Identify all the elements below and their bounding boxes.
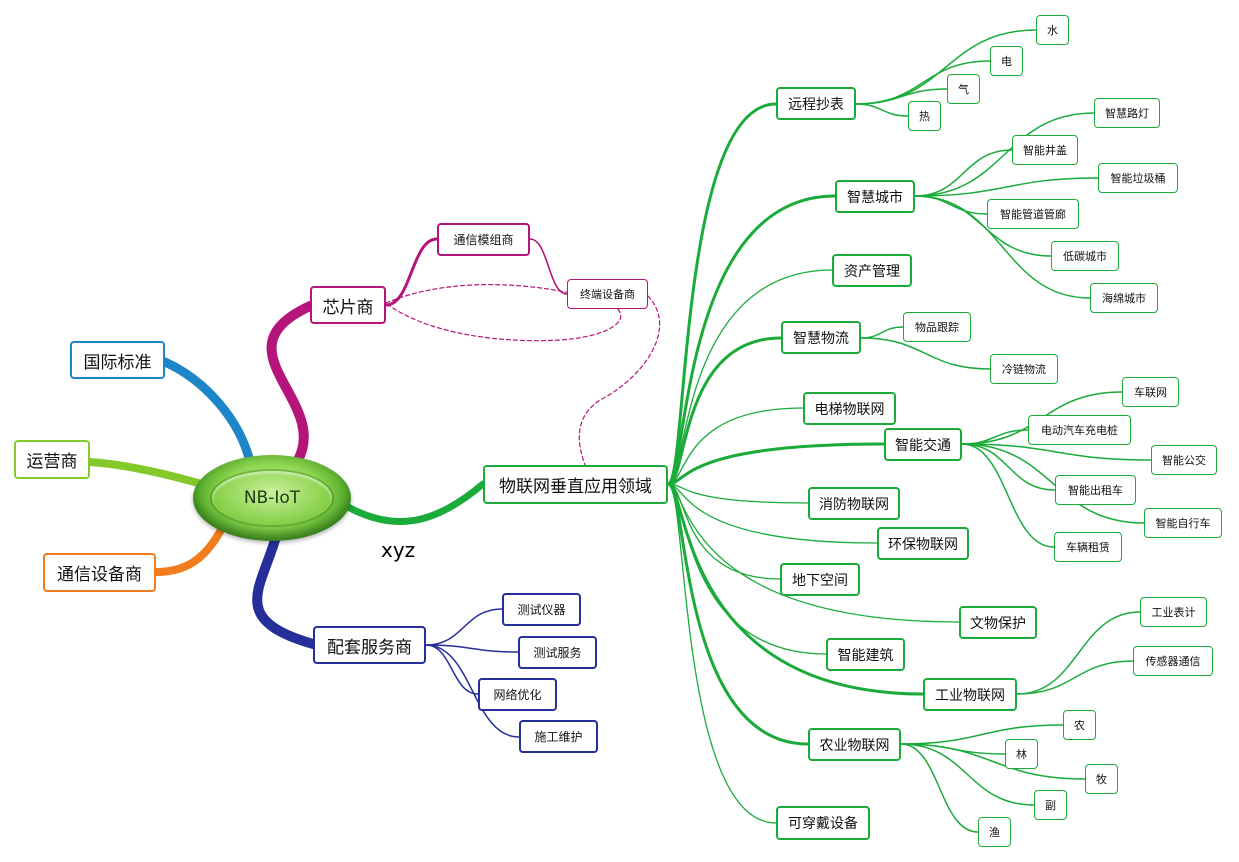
link-chengshi-leaf-5 (914, 195, 1091, 299)
node-zichan[interactable]: 资产管理 (832, 254, 912, 287)
link-hub-tongxin (152, 524, 226, 576)
node-zhongduan[interactable]: 终端设备商 (567, 279, 648, 309)
floating-label: xyz (381, 538, 416, 562)
node-dianti[interactable]: 电梯物联网 (803, 392, 896, 425)
node-nong[interactable]: 农 (1063, 710, 1096, 740)
link-chuizhi-xiaofang (667, 483, 809, 504)
node-wenwu[interactable]: 文物保护 (959, 606, 1037, 639)
node-chuandai[interactable]: 可穿戴设备 (776, 806, 870, 840)
node-lenglian[interactable]: 冷链物流 (990, 354, 1058, 384)
node-fu[interactable]: 副 (1034, 790, 1067, 820)
link-chuizhi-wuliu (666, 336, 783, 486)
node-dian[interactable]: 电 (990, 46, 1023, 76)
link-nongye-leaf-0 (900, 724, 1064, 745)
node-haimian[interactable]: 海绵城市 (1090, 283, 1158, 313)
node-wangluo[interactable]: 网络优化 (478, 678, 557, 711)
node-huanbao[interactable]: 环保物联网 (877, 527, 969, 560)
node-qi[interactable]: 气 (947, 74, 980, 104)
node-ceshi-fuwu[interactable]: 测试服务 (518, 636, 597, 669)
node-shui[interactable]: 水 (1036, 15, 1069, 45)
node-chelian[interactable]: 车联网 (1122, 377, 1179, 407)
link-chengshi-leaf-0 (914, 112, 1095, 197)
node-genzong[interactable]: 物品跟踪 (903, 312, 971, 342)
link-yuancheng-leaf-3 (855, 103, 909, 117)
link-yuancheng-leaf-2 (855, 88, 948, 105)
link-chengshi-leaf-2 (914, 177, 1099, 197)
center-node-label: NB-IoT (243, 488, 301, 508)
node-jianzhu[interactable]: 智能建筑 (826, 638, 905, 671)
link-chuizhi-jiaotong (666, 442, 886, 486)
link-jiaotong-leaf-3 (961, 443, 1056, 491)
node-chuizhi[interactable]: 物联网垂直应用领域 (483, 465, 668, 504)
node-shigong[interactable]: 施工维护 (519, 720, 598, 753)
link-jiaotong-leaf-4 (961, 443, 1145, 524)
node-ceshi-yiqi[interactable]: 测试仪器 (502, 593, 581, 626)
node-dixia[interactable]: 地下空间 (780, 563, 860, 596)
node-yuancheng[interactable]: 远程抄表 (776, 87, 856, 120)
link-peitao-yiqi (425, 608, 503, 646)
node-gongjiao[interactable]: 智能公交 (1151, 445, 1217, 475)
center-node: NB-IoT (212, 471, 332, 525)
node-lin[interactable]: 林 (1005, 739, 1038, 769)
link-chuizhi-yuancheng (666, 102, 778, 486)
link-chuizhi-chengshi (666, 194, 837, 486)
node-nongye[interactable]: 农业物联网 (808, 728, 901, 761)
node-chongdian[interactable]: 电动汽车充电桩 (1028, 415, 1131, 445)
link-chuizhi-nongye (666, 482, 810, 746)
link-wuliu-leaf-1 (860, 337, 991, 370)
link-hub-peitao (252, 535, 318, 649)
link-nongye-leaf-2 (900, 743, 1086, 780)
node-zixingche[interactable]: 智能自行车 (1144, 508, 1222, 538)
node-chengshi[interactable]: 智慧城市 (835, 180, 915, 213)
node-tongxin-shebei[interactable]: 通信设备商 (43, 553, 156, 592)
link-xinpian-mozu (384, 237, 439, 307)
link-jiaotong-leaf-5 (961, 443, 1055, 548)
link-dash-zhongduan-chuizhi (578, 295, 661, 466)
link-mozu-zhongduan (529, 238, 568, 295)
center-node-ring[interactable]: NB-IoT (193, 455, 351, 541)
node-chuzu[interactable]: 智能出租车 (1055, 475, 1136, 505)
link-hub-guoji (160, 357, 255, 467)
node-gongye[interactable]: 工业物联网 (923, 678, 1017, 711)
node-xiaofang[interactable]: 消防物联网 (808, 487, 900, 520)
link-jiaotong-leaf-2 (961, 443, 1152, 461)
link-peitao-wangluo (425, 644, 479, 695)
link-gongye-leaf-0 (1016, 611, 1141, 695)
link-chengshi-leaf-3 (914, 195, 988, 215)
node-mozu[interactable]: 通信模组商 (437, 223, 530, 256)
link-gongye-leaf-1 (1016, 660, 1134, 695)
node-re[interactable]: 热 (908, 101, 941, 131)
node-chuanganqi[interactable]: 传感器通信 (1133, 646, 1213, 676)
link-hub-yunying (86, 458, 209, 489)
link-nongye-leaf-3 (900, 743, 1035, 806)
node-ludeng[interactable]: 智慧路灯 (1094, 98, 1160, 128)
link-chuizhi-chuandai (667, 483, 777, 824)
link-chengshi-leaf-1 (914, 149, 1013, 197)
link-dash-xinpian-zhongduan (385, 283, 622, 342)
link-chuizhi-huanbao (667, 483, 878, 544)
node-biaoji[interactable]: 工业表计 (1140, 597, 1207, 627)
node-guoji[interactable]: 国际标准 (70, 341, 165, 379)
node-xinpian[interactable]: 芯片商 (310, 286, 386, 324)
node-yunying[interactable]: 运营商 (14, 440, 90, 479)
link-hub-chuizhi (344, 480, 487, 525)
node-guandao[interactable]: 智能管道管廊 (987, 199, 1079, 229)
node-mu[interactable]: 牧 (1085, 764, 1118, 794)
node-jiaotong[interactable]: 智能交通 (884, 428, 962, 461)
node-zulin[interactable]: 车辆租赁 (1054, 532, 1122, 562)
link-nongye-leaf-4 (900, 743, 979, 833)
node-laji[interactable]: 智能垃圾桶 (1098, 163, 1178, 193)
node-yu[interactable]: 渔 (978, 817, 1011, 847)
link-peitao-shigong (425, 644, 520, 738)
node-peitao[interactable]: 配套服务商 (313, 626, 426, 664)
link-hub-xinpian (266, 301, 315, 465)
node-jinggai[interactable]: 智能井盖 (1012, 135, 1078, 165)
node-ditan[interactable]: 低碳城市 (1051, 241, 1119, 271)
node-wuliu[interactable]: 智慧物流 (781, 321, 861, 354)
link-peitao-fuwu (425, 644, 519, 653)
link-wuliu-leaf-0 (860, 326, 904, 339)
